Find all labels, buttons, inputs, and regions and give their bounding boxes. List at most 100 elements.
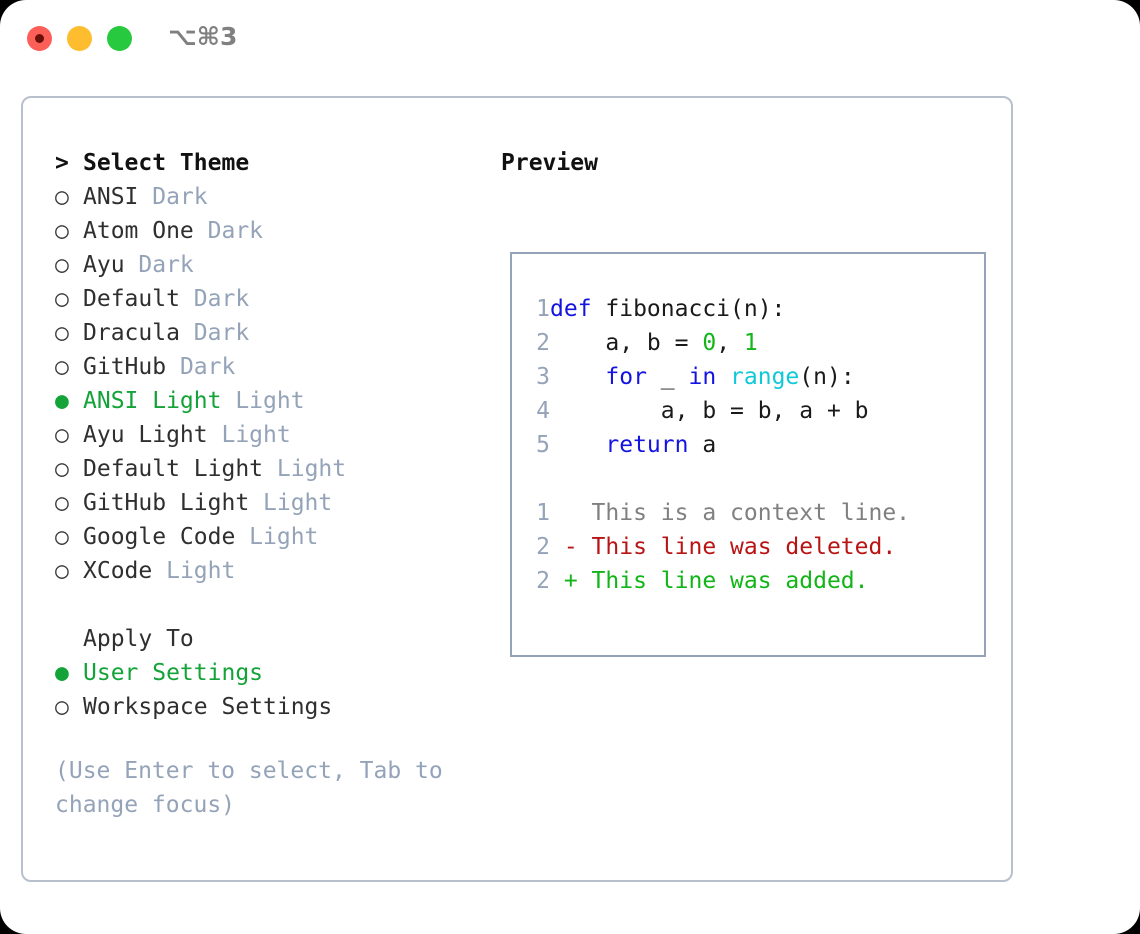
code-line: 3 for _ in range(n): bbox=[524, 360, 974, 394]
theme-variant-badge: Light bbox=[221, 422, 291, 448]
radio-unselected-icon[interactable]: ○ bbox=[55, 286, 69, 312]
line-number: 2 bbox=[536, 330, 550, 356]
theme-option-list: ○ ANSI Dark ○ Atom One Dark ○ Ayu Dark ○ Defaul… bbox=[39, 180, 489, 588]
theme-variant-badge: Dark bbox=[152, 184, 208, 210]
theme-option-label: Atom One Dark bbox=[83, 214, 263, 248]
code-line: 1def fibonacci(n): bbox=[524, 292, 974, 326]
theme-option-default-light[interactable]: ○ Default Light Light bbox=[39, 452, 489, 486]
theme-option-github-light[interactable]: ○ GitHub Light Light bbox=[39, 486, 489, 520]
theme-list-header-label: Select Theme bbox=[83, 150, 250, 176]
theme-option-label: Ayu Light Light bbox=[83, 418, 291, 452]
theme-variant-badge: Light bbox=[235, 388, 305, 414]
radio-unselected-icon[interactable]: ○ bbox=[55, 252, 69, 278]
theme-option-atom-one[interactable]: ○ Atom One Dark bbox=[39, 214, 489, 248]
radio-unselected-icon[interactable]: ○ bbox=[55, 184, 69, 210]
section-spacer bbox=[39, 588, 489, 622]
theme-option-dracula[interactable]: ○ Dracula Dark bbox=[39, 316, 489, 350]
code-token: - This line was deleted. bbox=[550, 534, 897, 560]
code-token: a, b = bbox=[550, 330, 703, 356]
theme-option-ansi[interactable]: ○ ANSI Dark bbox=[39, 180, 489, 214]
theme-option-default[interactable]: ○ Default Dark bbox=[39, 282, 489, 316]
code-token: range bbox=[730, 364, 800, 390]
line-number: 2 bbox=[536, 534, 550, 560]
preview-title: Preview bbox=[501, 150, 598, 176]
theme-option-google-code[interactable]: ○Google Code Light bbox=[39, 520, 489, 554]
theme-variant-badge: Dark bbox=[193, 286, 250, 312]
radio-unselected-icon[interactable]: ○ bbox=[55, 422, 69, 448]
theme-selector-pane: > Select Theme ○ANSI Dark○Atom One Dark○… bbox=[39, 146, 489, 818]
code-token: + This line was added. bbox=[550, 568, 869, 594]
theme-list-header: > Select Theme bbox=[39, 146, 489, 180]
code-token: a, b = b, a + b bbox=[550, 398, 869, 424]
apply-to-header: Apply To bbox=[39, 622, 489, 656]
apply-to-option-label: Workspace Settings bbox=[83, 694, 333, 720]
theme-option-label: Ayu Dark bbox=[83, 248, 194, 282]
theme-variant-badge: Dark bbox=[193, 320, 250, 346]
theme-option-label: GitHub Dark bbox=[83, 350, 235, 384]
apply-to-header-label: Apply To bbox=[83, 626, 194, 652]
theme-option-label: ANSI Dark bbox=[83, 180, 208, 214]
radio-unselected-icon[interactable]: ○ bbox=[55, 558, 69, 584]
radio-unselected-icon[interactable]: ○ bbox=[55, 354, 69, 380]
theme-option-label: Default Dark bbox=[83, 282, 249, 316]
theme-name: Ayu bbox=[83, 252, 139, 278]
code-token: , bbox=[716, 330, 744, 356]
theme-option-ayu-light[interactable]: ○ Ayu Light Light bbox=[39, 418, 489, 452]
code-token: a bbox=[688, 432, 717, 458]
theme-option-github[interactable]: ○ GitHub Dark bbox=[39, 350, 489, 384]
radio-selected-icon[interactable]: ● bbox=[55, 388, 69, 414]
diff-line: 2 + This line was added. bbox=[524, 564, 974, 598]
code-token: return bbox=[605, 432, 689, 458]
apply-to-option-list: ● User Settings ○ Workspace Settings bbox=[39, 656, 489, 724]
radio-unselected-icon[interactable]: ○ bbox=[55, 694, 69, 720]
theme-option-ansi-light[interactable]: ●ANSI Light Light bbox=[39, 384, 489, 418]
theme-variant-badge: Dark bbox=[179, 354, 236, 380]
theme-name: Dracula bbox=[83, 320, 194, 346]
apply-to-option-workspace-settings[interactable]: ○ Workspace Settings bbox=[39, 690, 489, 724]
apply-to-option-user-settings[interactable]: ● User Settings bbox=[39, 656, 489, 690]
code-token: def bbox=[550, 296, 592, 322]
code-line: 5 return a bbox=[524, 428, 974, 462]
theme-name: GitHub Light bbox=[83, 490, 264, 516]
main-card: > Select Theme ○ANSI Dark○Atom One Dark○… bbox=[21, 96, 1013, 882]
theme-option-label: Dracula Dark bbox=[83, 316, 249, 350]
radio-unselected-icon[interactable]: ○ bbox=[55, 320, 69, 346]
code-token bbox=[716, 364, 730, 390]
theme-variant-badge: Light bbox=[166, 558, 236, 584]
theme-variant-badge: Light bbox=[263, 490, 333, 516]
line-number: 1 bbox=[536, 500, 550, 526]
radio-selected-icon[interactable]: ● bbox=[55, 660, 69, 686]
code-token: 0 bbox=[702, 330, 717, 356]
keyboard-shortcut-label: ⌥⌘3 bbox=[168, 22, 238, 51]
line-number: 1 bbox=[536, 296, 550, 322]
code-token: fibonacci(n): bbox=[591, 296, 786, 322]
prompt-caret-icon: > bbox=[55, 150, 69, 176]
line-number: 5 bbox=[536, 432, 550, 458]
maximize-button-icon[interactable] bbox=[107, 26, 132, 51]
theme-option-ayu[interactable]: ○ Ayu Dark bbox=[39, 248, 489, 282]
apply-to-option-label: User Settings bbox=[83, 660, 264, 686]
diff-line: 1 This is a context line. bbox=[524, 496, 974, 530]
theme-name: Google Code bbox=[83, 524, 250, 550]
radio-unselected-icon[interactable]: ○ bbox=[55, 218, 69, 244]
code-token: _ bbox=[646, 364, 689, 390]
theme-option-xcode[interactable]: ○XCode Light bbox=[39, 554, 489, 588]
radio-unselected-icon[interactable]: ○ bbox=[55, 524, 69, 550]
theme-name: Atom One bbox=[83, 218, 208, 244]
recording-indicator-icon bbox=[35, 34, 44, 43]
code-blank-line bbox=[524, 462, 974, 496]
theme-variant-badge: Light bbox=[276, 456, 347, 482]
code-token: for bbox=[605, 364, 647, 390]
theme-name: Default bbox=[83, 286, 194, 312]
code-line: 4 a, b = b, a + b bbox=[524, 394, 974, 428]
theme-option-label: GitHub Light Light bbox=[83, 486, 332, 520]
theme-name: Default Light bbox=[83, 456, 277, 482]
radio-unselected-icon[interactable]: ○ bbox=[55, 490, 69, 516]
help-text: (Use Enter to select, Tab to change focu… bbox=[55, 758, 443, 818]
minimize-button-icon[interactable] bbox=[67, 26, 92, 51]
code-token: 1 bbox=[743, 330, 758, 356]
radio-unselected-icon[interactable]: ○ bbox=[55, 456, 69, 482]
